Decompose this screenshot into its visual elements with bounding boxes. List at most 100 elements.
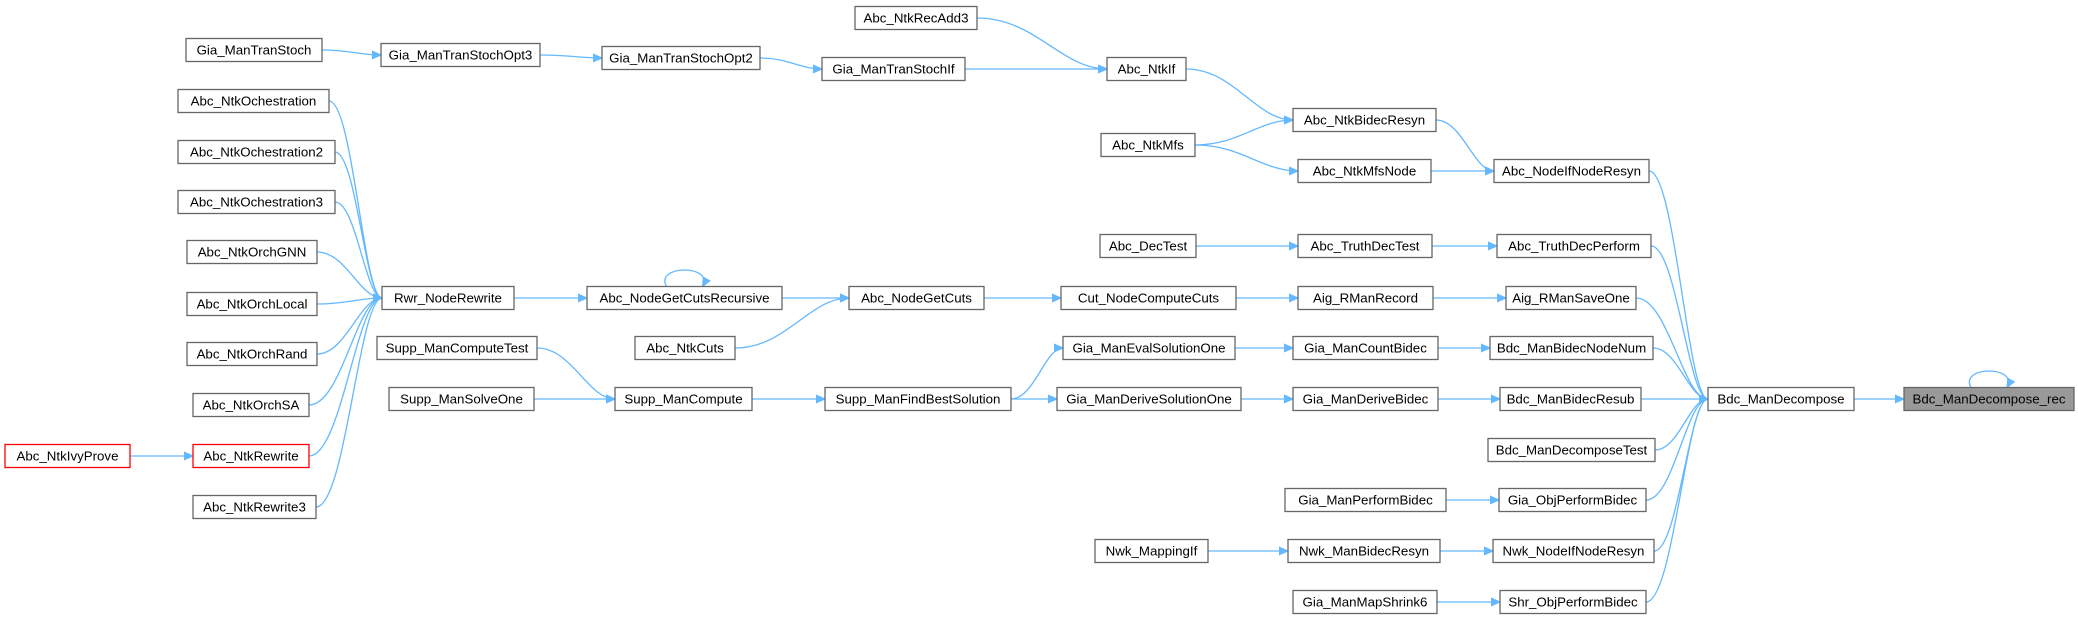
self-loop-bdc-mandecompose-rec xyxy=(1968,370,2008,388)
node-box xyxy=(177,88,330,114)
node-bdc-manbidecnodenum[interactable]: Bdc_ManBidecNodeNum xyxy=(1489,335,1654,361)
self-loop-abc-nodegetcutsrecursive xyxy=(664,269,704,287)
node-label: Abc_NtkMfsNode xyxy=(1313,164,1416,179)
node-label: Abc_NodeGetCuts xyxy=(861,291,972,306)
node-abc-ntkivyprove[interactable]: Abc_NtkIvyProve xyxy=(4,443,131,469)
node-label: Abc_NodeIfNodeResyn xyxy=(1502,164,1641,179)
node-gia-manderivebidec[interactable]: Gia_ManDeriveBidec xyxy=(1292,386,1439,412)
node-box xyxy=(1056,386,1242,412)
node-abc-ntkorchgnn[interactable]: Abc_NtkOrchGNN xyxy=(186,239,318,265)
node-box xyxy=(1492,538,1655,564)
node-label: Abc_NtkRewrite xyxy=(203,449,298,464)
node-gia-manevalsolutionone[interactable]: Gia_ManEvalSolutionOne xyxy=(1062,335,1236,361)
node-gia-manperformbidec[interactable]: Gia_ManPerformBidec xyxy=(1284,487,1447,513)
node-box xyxy=(1060,285,1237,311)
node-abc-ntkrewrite[interactable]: Abc_NtkRewrite xyxy=(192,443,310,469)
node-label: Abc_NtkBidecResyn xyxy=(1304,113,1425,128)
node-gia-manmapshrink6[interactable]: Gia_ManMapShrink6 xyxy=(1292,589,1438,615)
node-box xyxy=(586,285,783,311)
edge-gia_mantranstochopt3-to-gia_mantranstochopt2 xyxy=(539,55,602,58)
node-abc-ntkmfs[interactable]: Abc_NtkMfs xyxy=(1100,132,1196,158)
node-abc-nodegetcutsrecursive[interactable]: Abc_NodeGetCutsRecursive xyxy=(586,285,783,311)
node-box xyxy=(824,386,1012,412)
node-cut-nodecomputecuts[interactable]: Cut_NodeComputeCuts xyxy=(1060,285,1237,311)
node-label: Abc_NtkIf xyxy=(1118,62,1176,77)
node-box xyxy=(1505,285,1637,311)
node-box xyxy=(381,285,515,311)
node-gia-mantranstochopt3[interactable]: Gia_ManTranStochOpt3 xyxy=(380,42,541,68)
node-nwk-manbidecresyn[interactable]: Nwk_ManBidecResyn xyxy=(1287,538,1441,564)
edge-abc_ntkcuts-to-abc_nodegetcuts xyxy=(734,298,849,349)
edge-gia_mantranstochopt2-to-gia_mantranstochif xyxy=(759,57,822,69)
node-gia-mantranstoch[interactable]: Gia_ManTranStoch xyxy=(185,37,323,63)
node-bdc-mandecomposetest[interactable]: Bdc_ManDecomposeTest xyxy=(1487,437,1656,463)
node-bdc-manbidecresub[interactable]: Bdc_ManBidecResub xyxy=(1499,386,1642,412)
node-box xyxy=(376,335,538,361)
node-gia-mancountbidec[interactable]: Gia_ManCountBidec xyxy=(1292,335,1439,361)
node-label: Abc_TruthDecTest xyxy=(1311,239,1420,254)
node-abc-ntkrewrite3[interactable]: Abc_NtkRewrite3 xyxy=(192,494,317,520)
node-abc-ntkmfsnode[interactable]: Abc_NtkMfsNode xyxy=(1297,158,1432,184)
node-box xyxy=(601,45,761,71)
node-abc-nodeifnoderesyn[interactable]: Abc_NodeIfNodeResyn xyxy=(1493,158,1650,184)
node-abc-ntkochestration3[interactable]: Abc_NtkOchestration3 xyxy=(177,189,336,215)
node-label: Bdc_ManBidecResub xyxy=(1507,392,1635,407)
node-box xyxy=(177,139,336,165)
node-box xyxy=(1062,335,1236,361)
node-label: Abc_NtkOchestration2 xyxy=(190,145,323,160)
node-box xyxy=(192,494,317,520)
node-label: Abc_NtkRecAdd3 xyxy=(864,11,969,26)
node-nwk-nodeifnoderesyn[interactable]: Nwk_NodeIfNodeResyn xyxy=(1492,538,1655,564)
node-label: Gia_ManTranStochOpt2 xyxy=(609,51,753,66)
node-gia-manderivesolutionone[interactable]: Gia_ManDeriveSolutionOne xyxy=(1056,386,1242,412)
node-gia-objperformbidec[interactable]: Gia_ObjPerformBidec xyxy=(1498,487,1647,513)
node-abc-truthdecperform[interactable]: Abc_TruthDecPerform xyxy=(1496,233,1652,259)
node-box xyxy=(854,5,978,31)
node-abc-ntkorchsa[interactable]: Abc_NtkOrchSA xyxy=(192,392,310,418)
node-supp-manfindbestsolution[interactable]: Supp_ManFindBestSolution xyxy=(824,386,1012,412)
node-bdc-mandecompose[interactable]: Bdc_ManDecompose xyxy=(1707,386,1855,412)
node-label: Abc_TruthDecPerform xyxy=(1508,239,1640,254)
node-abc-ntkorchrand[interactable]: Abc_NtkOrchRand xyxy=(186,341,318,367)
node-abc-truthdectest[interactable]: Abc_TruthDecTest xyxy=(1297,233,1433,259)
node-label: Gia_ManDeriveBidec xyxy=(1303,392,1429,407)
edge-abc_ntkrecadd3-to-abc_ntkif xyxy=(976,17,1107,69)
node-gia-mantranstochopt2[interactable]: Gia_ManTranStochOpt2 xyxy=(601,45,761,71)
edges xyxy=(130,17,2009,602)
node-aig-rmanrecord[interactable]: Aig_RManRecord xyxy=(1297,285,1434,311)
node-abc-ntkcuts[interactable]: Abc_NtkCuts xyxy=(634,335,736,361)
node-box xyxy=(1487,437,1656,463)
node-supp-mancomputetest[interactable]: Supp_ManComputeTest xyxy=(376,335,538,361)
node-abc-ntkorchlocal[interactable]: Abc_NtkOrchLocal xyxy=(186,291,318,317)
node-label: Aig_RManSaveOne xyxy=(1512,291,1630,306)
node-shr-objperformbidec[interactable]: Shr_ObjPerformBidec xyxy=(1499,589,1647,615)
node-label: Abc_NtkOrchSA xyxy=(203,398,300,413)
node-label: Abc_NtkOrchRand xyxy=(197,347,308,362)
node-box xyxy=(192,443,310,469)
node-box xyxy=(177,189,336,215)
node-supp-mancompute[interactable]: Supp_ManCompute xyxy=(614,386,753,412)
node-gia-mantranstochif[interactable]: Gia_ManTranStochIf xyxy=(821,56,966,82)
node-label: Bdc_ManDecompose_rec xyxy=(1913,392,2066,407)
node-box xyxy=(1499,589,1647,615)
node-nwk-mappingif[interactable]: Nwk_MappingIf xyxy=(1094,538,1209,564)
node-abc-ntkif[interactable]: Abc_NtkIf xyxy=(1106,56,1187,82)
node-rwr-noderewrite[interactable]: Rwr_NodeRewrite xyxy=(381,285,515,311)
node-label: Gia_ManTranStoch xyxy=(197,43,312,58)
node-abc-nodegetcuts[interactable]: Abc_NodeGetCuts xyxy=(848,285,985,311)
node-abc-ntkrecadd3[interactable]: Abc_NtkRecAdd3 xyxy=(854,5,978,31)
node-label: Nwk_MappingIf xyxy=(1106,544,1198,559)
node-label: Supp_ManCompute xyxy=(624,392,742,407)
node-supp-mansolveone[interactable]: Supp_ManSolveOne xyxy=(388,386,535,412)
node-label: Bdc_ManBidecNodeNum xyxy=(1497,341,1646,356)
node-abc-dectest[interactable]: Abc_DecTest xyxy=(1099,233,1197,259)
node-box xyxy=(1284,487,1447,513)
node-box xyxy=(1499,386,1642,412)
node-label: Gia_ManTranStochOpt3 xyxy=(389,48,533,63)
node-label: Abc_NtkOchestration xyxy=(191,94,317,109)
node-abc-ntkbidecresyn[interactable]: Abc_NtkBidecResyn xyxy=(1292,107,1437,133)
node-abc-ntkochestration2[interactable]: Abc_NtkOchestration2 xyxy=(177,139,336,165)
node-abc-ntkochestration[interactable]: Abc_NtkOchestration xyxy=(177,88,330,114)
node-bdc-mandecompose-rec[interactable]: Bdc_ManDecompose_rec xyxy=(1903,386,2075,412)
node-aig-rmansaveone[interactable]: Aig_RManSaveOne xyxy=(1505,285,1637,311)
